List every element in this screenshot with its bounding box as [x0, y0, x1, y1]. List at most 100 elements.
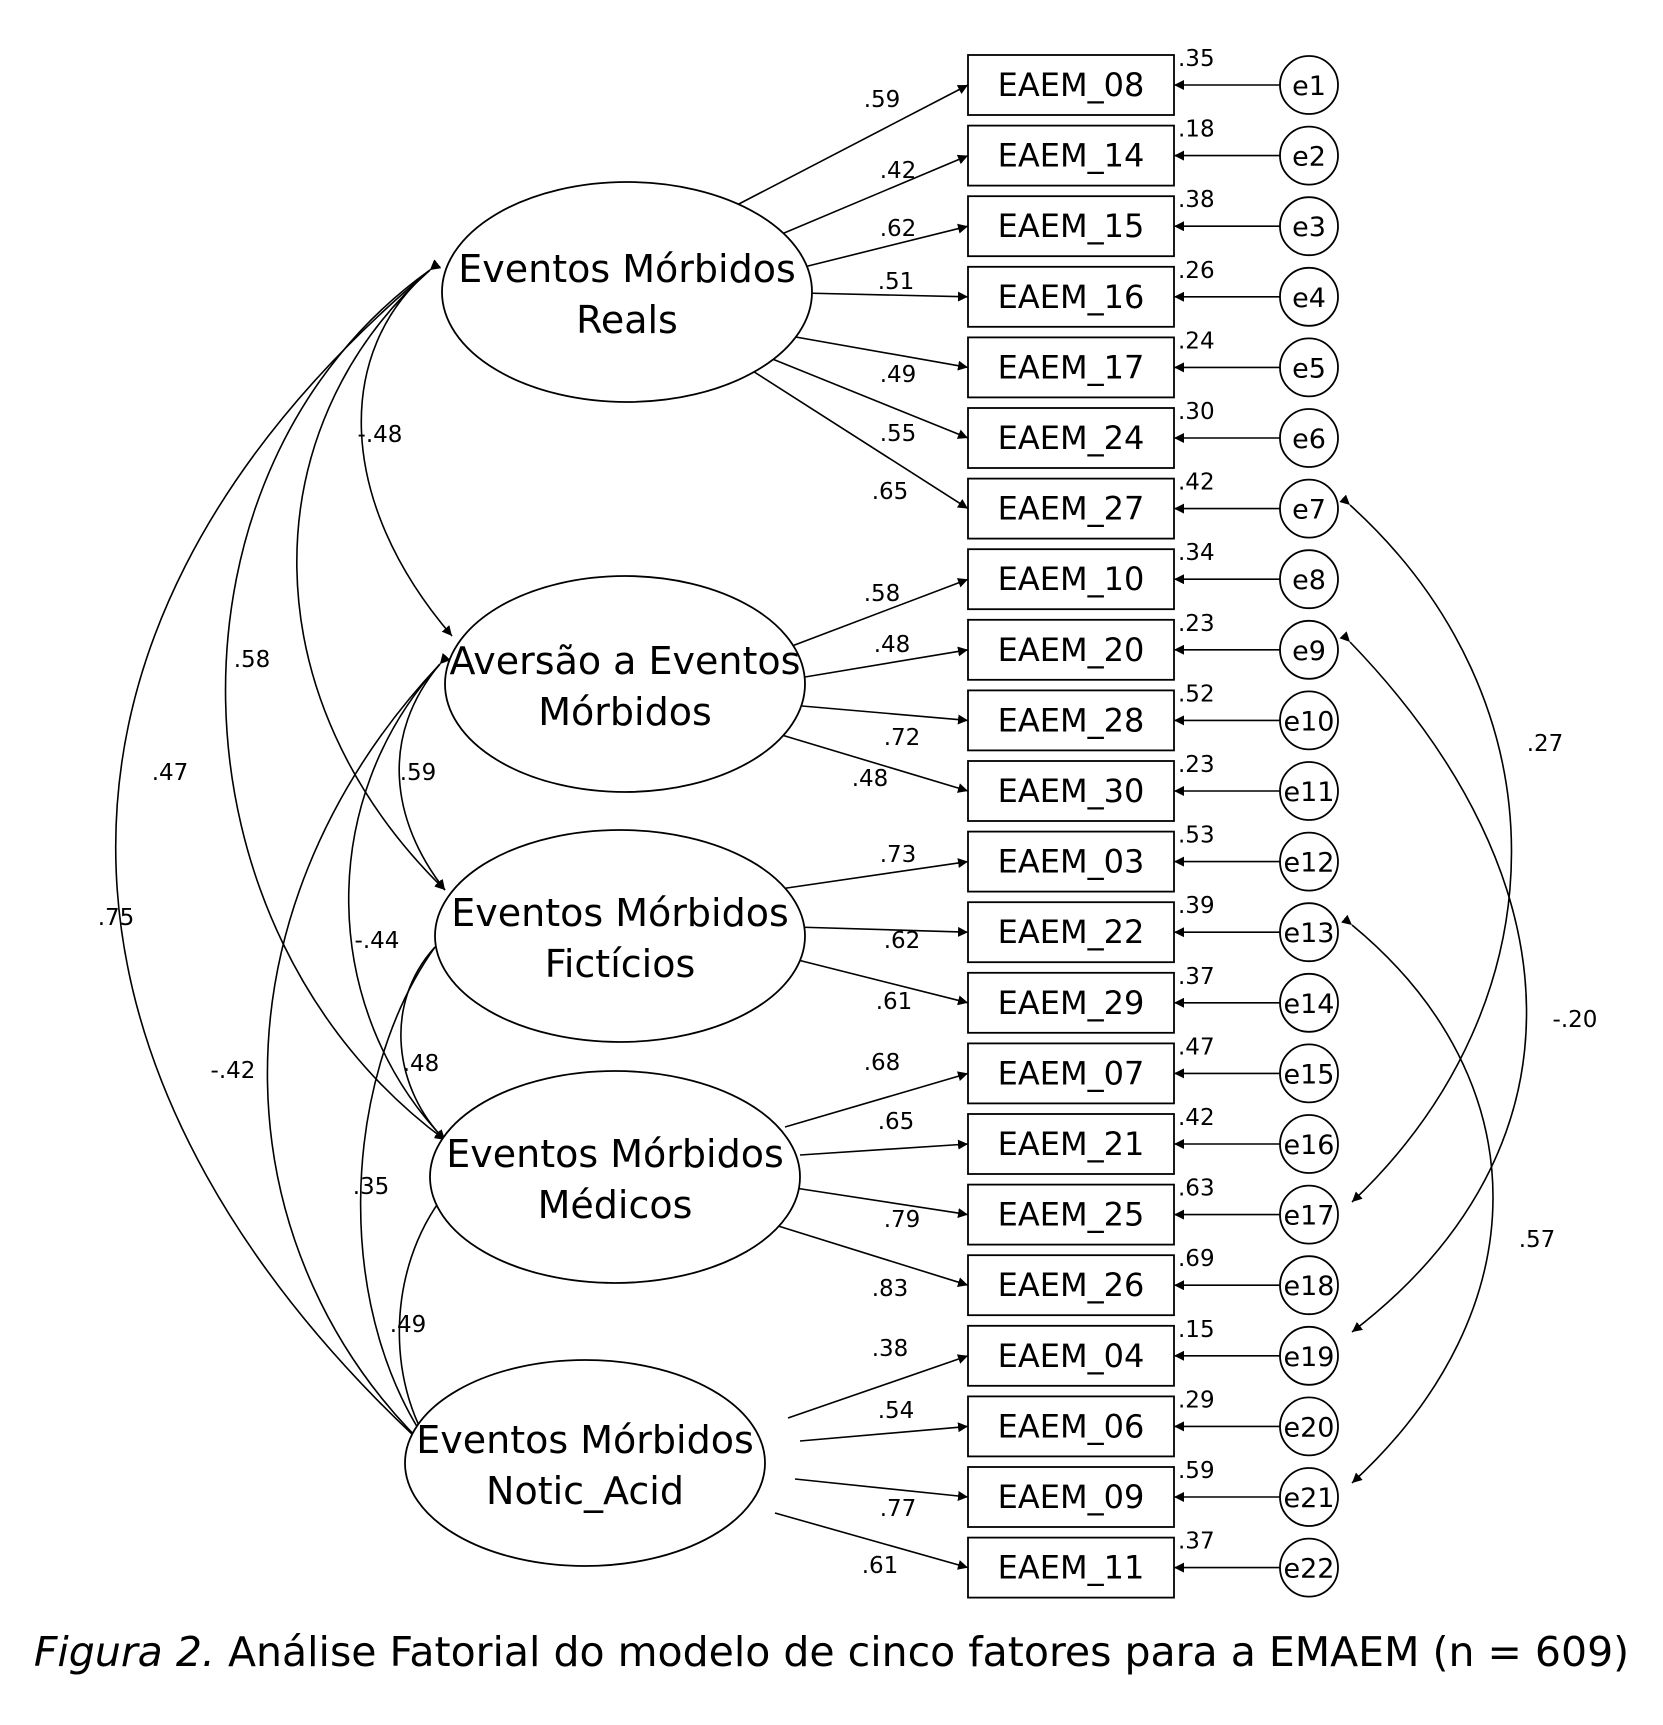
factor-correlation-f2-f3 — [398, 653, 451, 891]
loading-path — [747, 367, 969, 510]
correlation-label: -.48 — [358, 422, 403, 448]
loading-label: .62 — [884, 928, 921, 954]
correlation-label: .48 — [403, 1051, 440, 1077]
error-term-label: e20 — [1284, 1412, 1335, 1443]
error-term-circle — [1279, 125, 1339, 186]
loading-label: .51 — [878, 269, 915, 295]
indicator-box — [967, 548, 1175, 611]
r-squared-label: .35 — [1178, 46, 1215, 72]
loading-label: .58 — [864, 581, 901, 607]
indicator-label: EAEM_11 — [998, 1549, 1145, 1587]
error-term-circle — [1279, 55, 1339, 115]
latent-factor-label: Mórbidos — [538, 690, 712, 734]
error-covariance-label: .27 — [1527, 731, 1564, 757]
indicator-box — [967, 1395, 1175, 1458]
loading-label: .48 — [874, 632, 911, 658]
error-term-label: e13 — [1284, 918, 1335, 949]
error-covariance-e7-e17 — [1339, 494, 1513, 1203]
indicator-box — [967, 618, 1175, 681]
indicator-box — [967, 1183, 1175, 1246]
error-term-circle — [1279, 408, 1339, 468]
indicator-label: EAEM_29 — [998, 984, 1145, 1022]
factor-correlation-f2-f4 — [347, 653, 451, 1141]
loading-path — [774, 732, 969, 793]
r-squared-label: .39 — [1178, 893, 1215, 919]
indicator-label: EAEM_26 — [998, 1266, 1145, 1304]
loading-path — [787, 1354, 969, 1419]
error-term-circle — [1279, 1043, 1339, 1104]
indicator-label: EAEM_25 — [998, 1196, 1145, 1234]
error-term-circle — [1279, 761, 1339, 821]
error-term-label: e21 — [1284, 1483, 1335, 1514]
loading-label: .42 — [880, 158, 917, 184]
r-squared-label: .63 — [1178, 1176, 1215, 1202]
error-term-circle — [1279, 1255, 1339, 1316]
loading-path — [801, 291, 969, 302]
loading-label: .61 — [876, 989, 913, 1015]
r-squared-label: .42 — [1178, 470, 1215, 496]
loading-path — [799, 223, 969, 269]
latent-factor-label: Fictícios — [545, 942, 696, 986]
error-covariance-e9-e19 — [1339, 631, 1528, 1333]
indicator-label: EAEM_22 — [998, 913, 1145, 951]
error-term-circle — [1279, 831, 1339, 892]
loading-label: .59 — [864, 87, 901, 113]
error-term-label: e15 — [1284, 1059, 1335, 1090]
figure-caption-text: Análise Fatorial do modelo de cinco fato… — [228, 1628, 1630, 1676]
factor-correlation-f1-f5 — [114, 259, 441, 1461]
indicator-label: EAEM_27 — [998, 490, 1145, 528]
loading-label: .68 — [864, 1050, 901, 1076]
latent-factor-ellipse — [429, 1070, 801, 1284]
r-squared-label: .34 — [1178, 540, 1215, 566]
indicator-box — [967, 54, 1175, 116]
indicator-label: EAEM_03 — [998, 843, 1145, 881]
indicator-label: EAEM_09 — [998, 1478, 1145, 1516]
latent-factor-ellipse — [404, 1359, 766, 1567]
loading-label: .65 — [878, 1109, 915, 1135]
indicator-box — [967, 1113, 1175, 1175]
loading-path — [764, 355, 969, 439]
r-squared-label: .37 — [1178, 964, 1215, 990]
indicator-box — [967, 195, 1175, 258]
indicator-box — [967, 1466, 1175, 1528]
loading-label: .77 — [880, 1496, 917, 1522]
error-term-label: e7 — [1292, 495, 1326, 526]
error-term-circle — [1279, 549, 1339, 610]
error-term-label: e9 — [1292, 636, 1326, 667]
correlation-label: .59 — [400, 760, 437, 786]
indicator-label: EAEM_24 — [998, 419, 1145, 457]
error-term-circle — [1279, 619, 1339, 680]
indicator-box — [967, 830, 1175, 893]
error-term-circle — [1279, 478, 1339, 539]
error-term-circle — [1279, 196, 1339, 257]
error-term-circle — [1279, 1396, 1339, 1457]
r-squared-label: .38 — [1178, 187, 1215, 213]
loading-label: .54 — [878, 1398, 915, 1424]
error-term-label: e14 — [1284, 989, 1335, 1020]
indicator-label: EAEM_14 — [998, 137, 1145, 175]
r-squared-label: .52 — [1178, 681, 1215, 707]
latent-factor-ellipse — [444, 575, 806, 793]
figure-label: Figura 2. — [33, 1628, 215, 1676]
error-term-label: e18 — [1284, 1271, 1335, 1302]
error-term-label: e19 — [1284, 1342, 1335, 1373]
error-term-label: e16 — [1284, 1130, 1335, 1161]
r-squared-label: .15 — [1178, 1317, 1215, 1343]
error-covariance-e13-e21 — [1341, 914, 1494, 1484]
r-squared-label: .18 — [1178, 117, 1215, 143]
r-squared-label: .69 — [1178, 1246, 1215, 1272]
factor-correlation-f3-f5 — [359, 935, 445, 1461]
latent-factor-label: Aversão a Eventos — [450, 639, 801, 683]
latent-factor-label: Eventos Mórbidos — [446, 1132, 784, 1176]
loading-label: .79 — [884, 1207, 921, 1233]
latent-factor-ellipse — [441, 181, 813, 403]
r-squared-label: .59 — [1178, 1458, 1215, 1484]
error-term-label: e8 — [1292, 565, 1326, 596]
loading-label: .48 — [852, 766, 889, 792]
error-term-label: e10 — [1284, 706, 1335, 737]
loading-label: .72 — [884, 725, 921, 751]
r-squared-label: .29 — [1178, 1387, 1215, 1413]
latent-factor-ellipse — [434, 829, 806, 1043]
r-squared-label: .26 — [1178, 258, 1215, 284]
indicator-box — [967, 1254, 1175, 1317]
